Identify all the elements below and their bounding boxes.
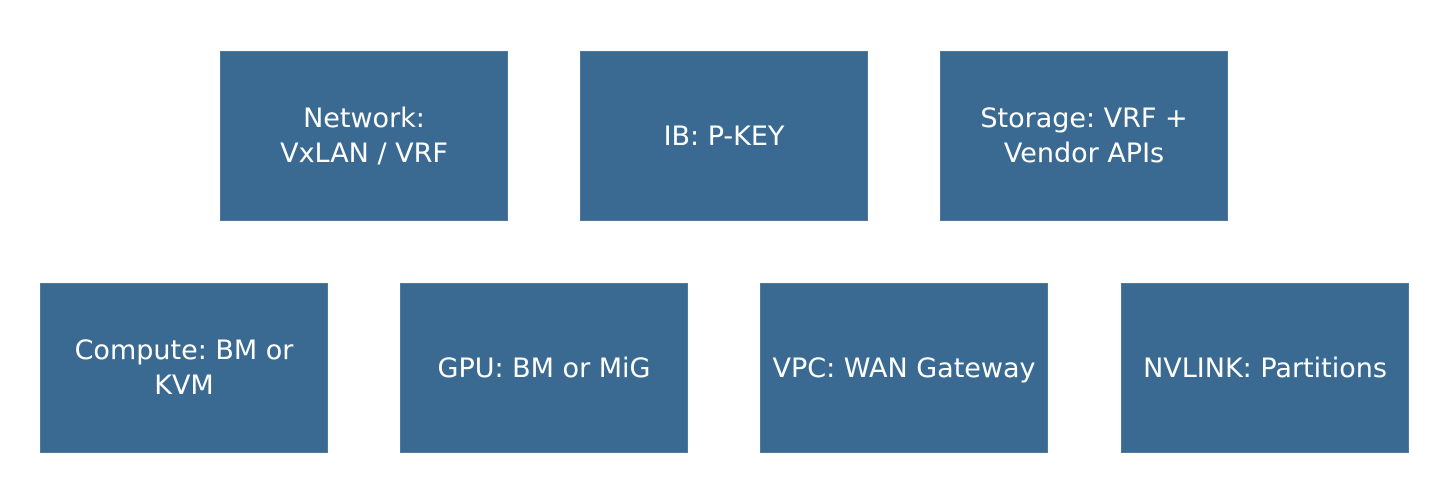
tile-storage: Storage: VRF + Vendor APIs [940, 51, 1228, 221]
tile-nvlink: NVLINK: Partitions [1121, 283, 1409, 453]
tile-vpc: VPC: WAN Gateway [760, 283, 1048, 453]
tile-compute: Compute: BM or KVM [40, 283, 328, 453]
tile-network: Network: VxLAN / VRF [220, 51, 508, 221]
tile-gpu: GPU: BM or MiG [400, 283, 688, 453]
tile-ib: IB: P-KEY [580, 51, 868, 221]
